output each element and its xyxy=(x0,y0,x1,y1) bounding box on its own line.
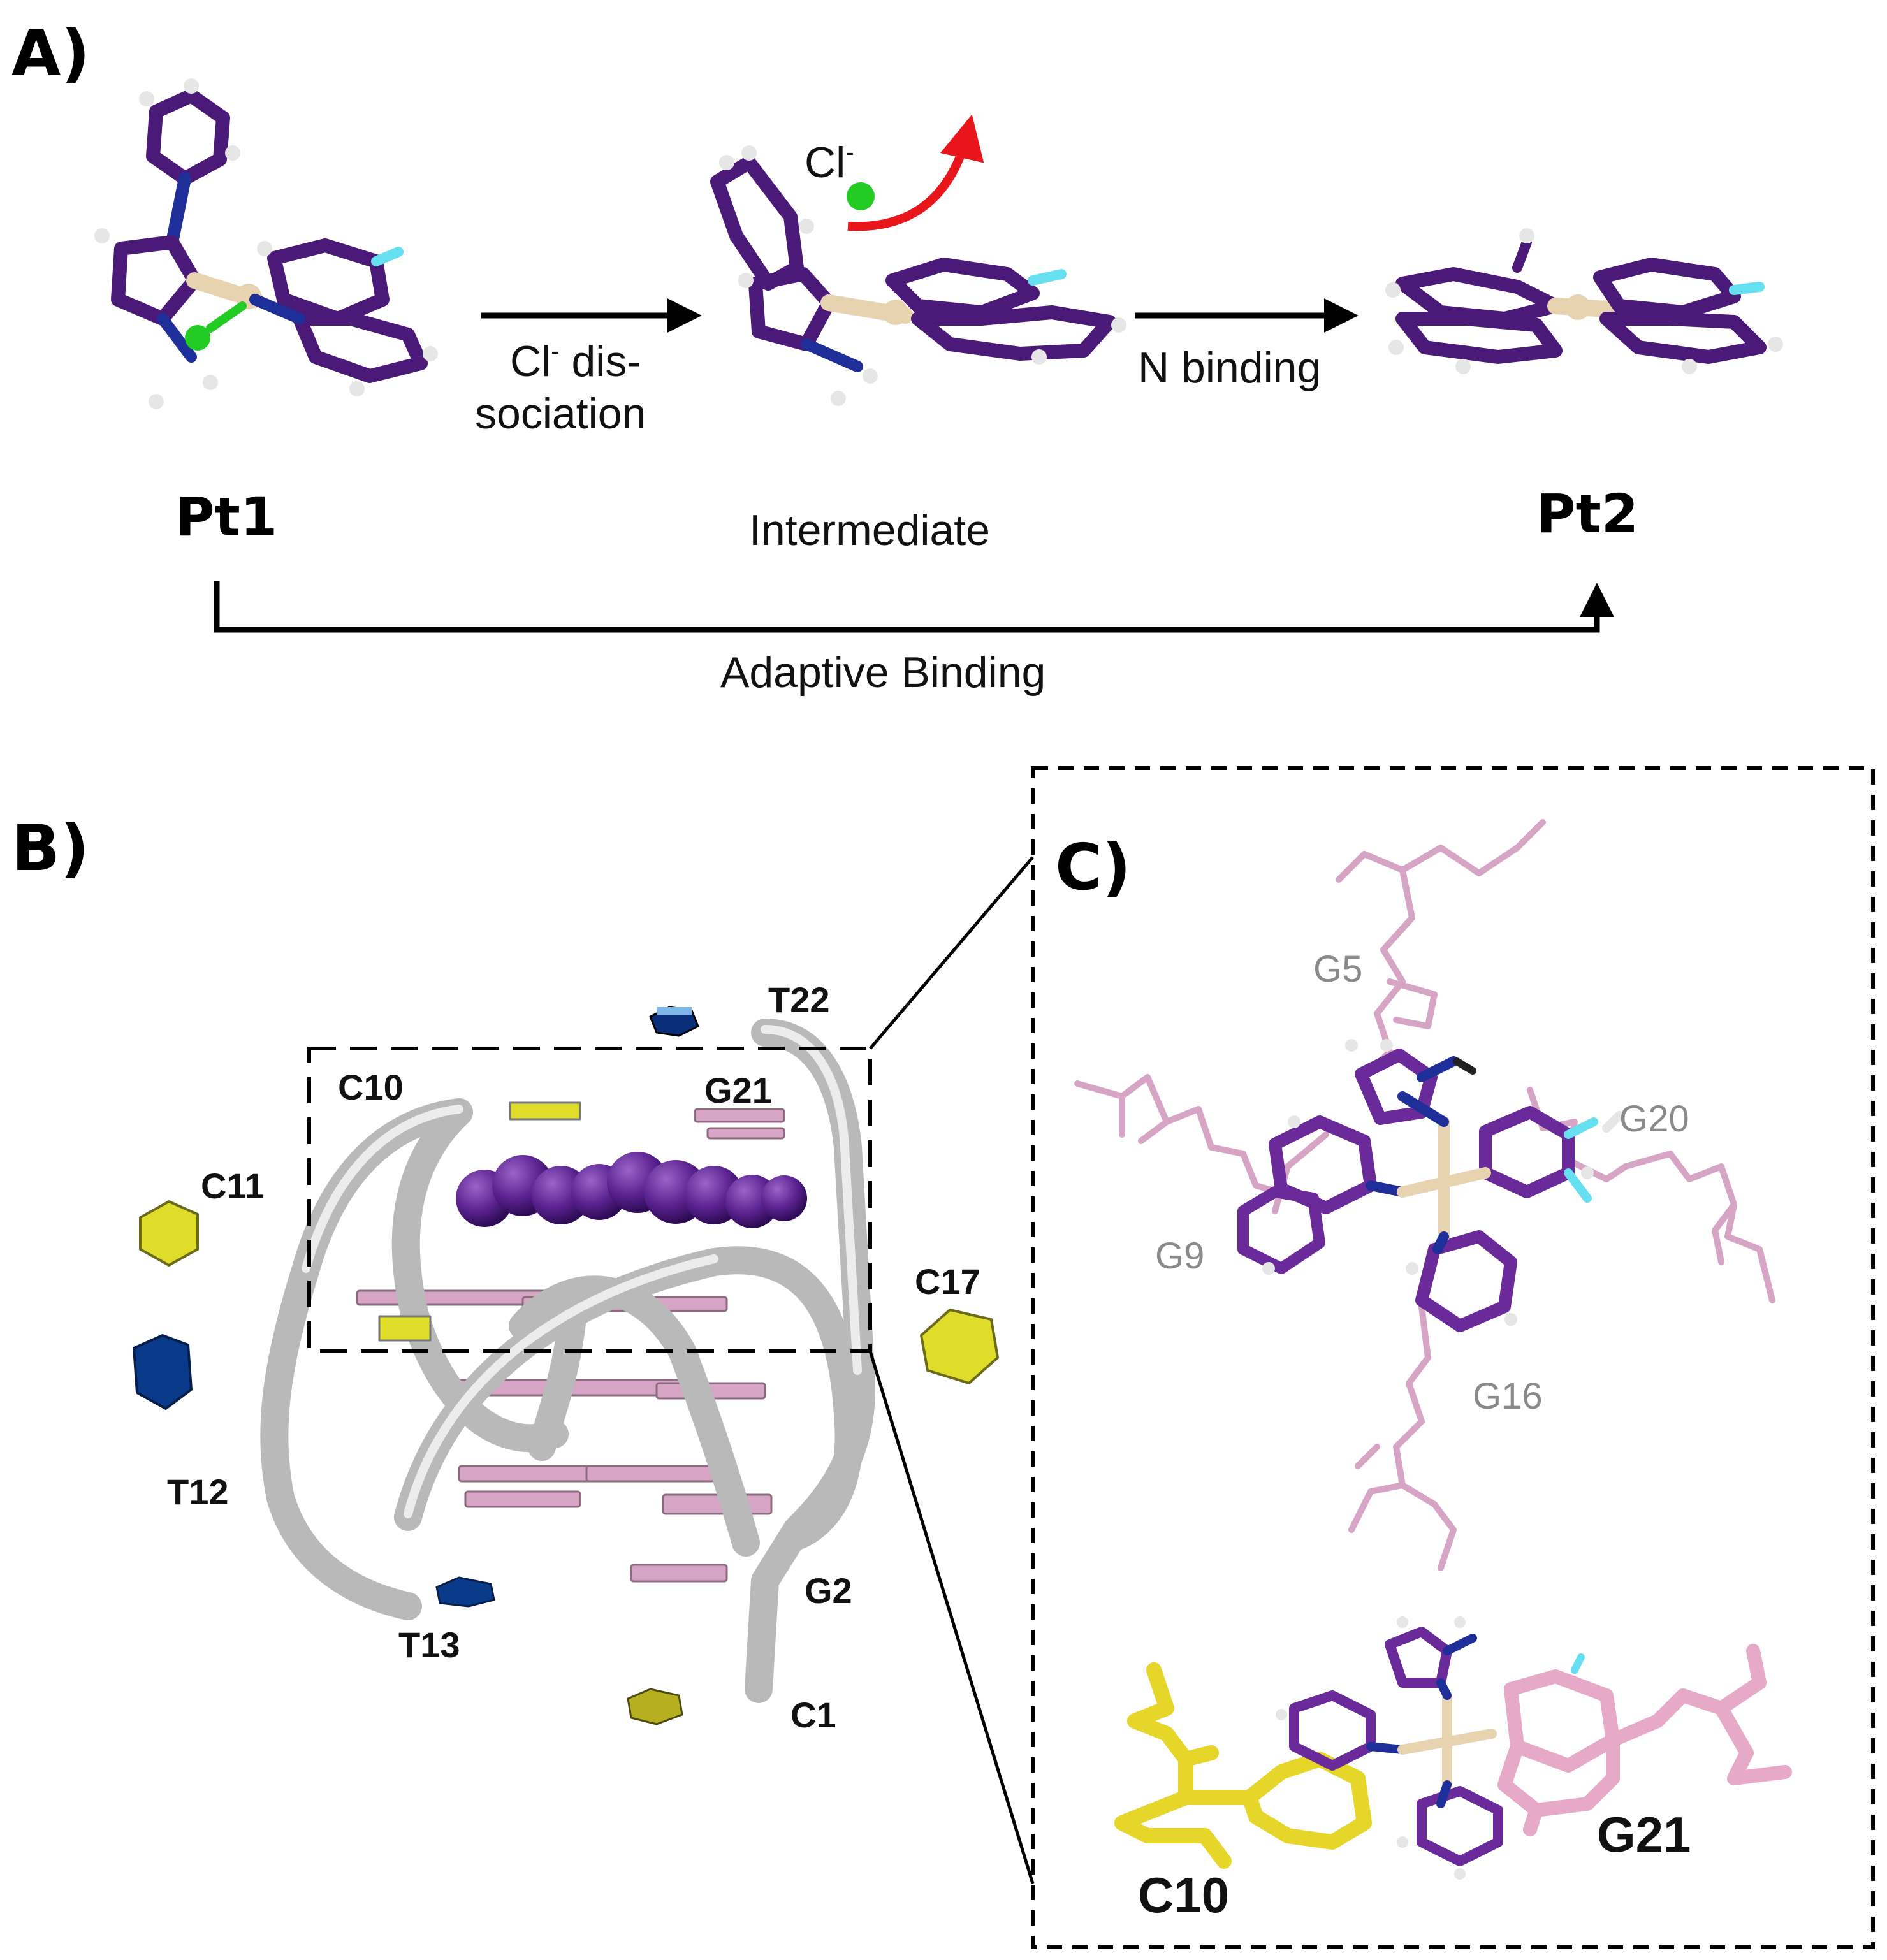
chloride-leaving: Cl- xyxy=(805,114,984,231)
dissociation-label: Cl- dis- xyxy=(510,337,641,386)
zoom-connector-bottom xyxy=(868,1351,1035,1884)
zoom-connector-top xyxy=(869,856,1034,1050)
base-c17 xyxy=(920,1309,999,1384)
base-c10-lower xyxy=(378,1315,432,1342)
label-bottom-c10: C10 xyxy=(1138,1867,1229,1923)
pt2-molecule xyxy=(1385,228,1783,374)
label-t13: T13 xyxy=(398,1625,460,1665)
bottom-view-ligand xyxy=(1276,1616,1585,1880)
pt2-label: Pt2 xyxy=(1536,483,1638,545)
label-g20: G20 xyxy=(1619,1098,1689,1140)
adaptive-binding-arrow xyxy=(214,581,1614,633)
label-g9: G9 xyxy=(1155,1235,1204,1277)
label-c1: C1 xyxy=(790,1695,836,1735)
label-g2: G2 xyxy=(805,1571,852,1611)
panel-label-c: C) xyxy=(1055,830,1131,904)
base-t12 xyxy=(133,1334,193,1410)
panel-label-a: A) xyxy=(11,16,90,91)
pt1-molecule xyxy=(94,78,438,409)
base-c1 xyxy=(627,1688,683,1725)
base-c11 xyxy=(139,1200,199,1267)
label-t12: T12 xyxy=(167,1472,229,1512)
label-g16: G16 xyxy=(1473,1376,1543,1417)
dissociation-label-2: sociation xyxy=(475,389,646,438)
label-g5: G5 xyxy=(1313,948,1362,990)
bottom-view-c10 xyxy=(1114,1662,1372,1869)
label-t22: T22 xyxy=(768,980,830,1020)
base-t22-top xyxy=(657,1007,692,1015)
top-view-dna xyxy=(1074,819,1775,1571)
zoom-selection-box xyxy=(307,1047,872,1353)
adaptive-binding-label: Adaptive Binding xyxy=(720,648,1046,697)
label-bottom-g21: G21 xyxy=(1597,1806,1691,1862)
base-c10 xyxy=(509,1101,581,1121)
label-g21: G21 xyxy=(704,1070,772,1110)
label-c11: C11 xyxy=(201,1166,265,1206)
panel-c-frame xyxy=(1031,766,1875,1949)
panel-label-b: B) xyxy=(11,811,89,885)
dna-backbone-highlight xyxy=(302,1025,862,1518)
intermediate-label: Intermediate xyxy=(749,506,990,555)
bottom-view-g21 xyxy=(1497,1644,1792,1836)
label-c17: C17 xyxy=(915,1261,980,1302)
ligand-spheres xyxy=(456,1152,807,1228)
pt1-label: Pt1 xyxy=(175,486,277,548)
svg-text:Cl-: Cl- xyxy=(805,138,854,187)
base-t13 xyxy=(435,1576,495,1608)
label-c10: C10 xyxy=(338,1067,404,1107)
top-view-ligand xyxy=(1237,1039,1624,1332)
intermediate-molecule xyxy=(710,145,1126,406)
g-quadruplex-model xyxy=(133,1006,999,1725)
n-binding-label: N binding xyxy=(1138,344,1321,392)
